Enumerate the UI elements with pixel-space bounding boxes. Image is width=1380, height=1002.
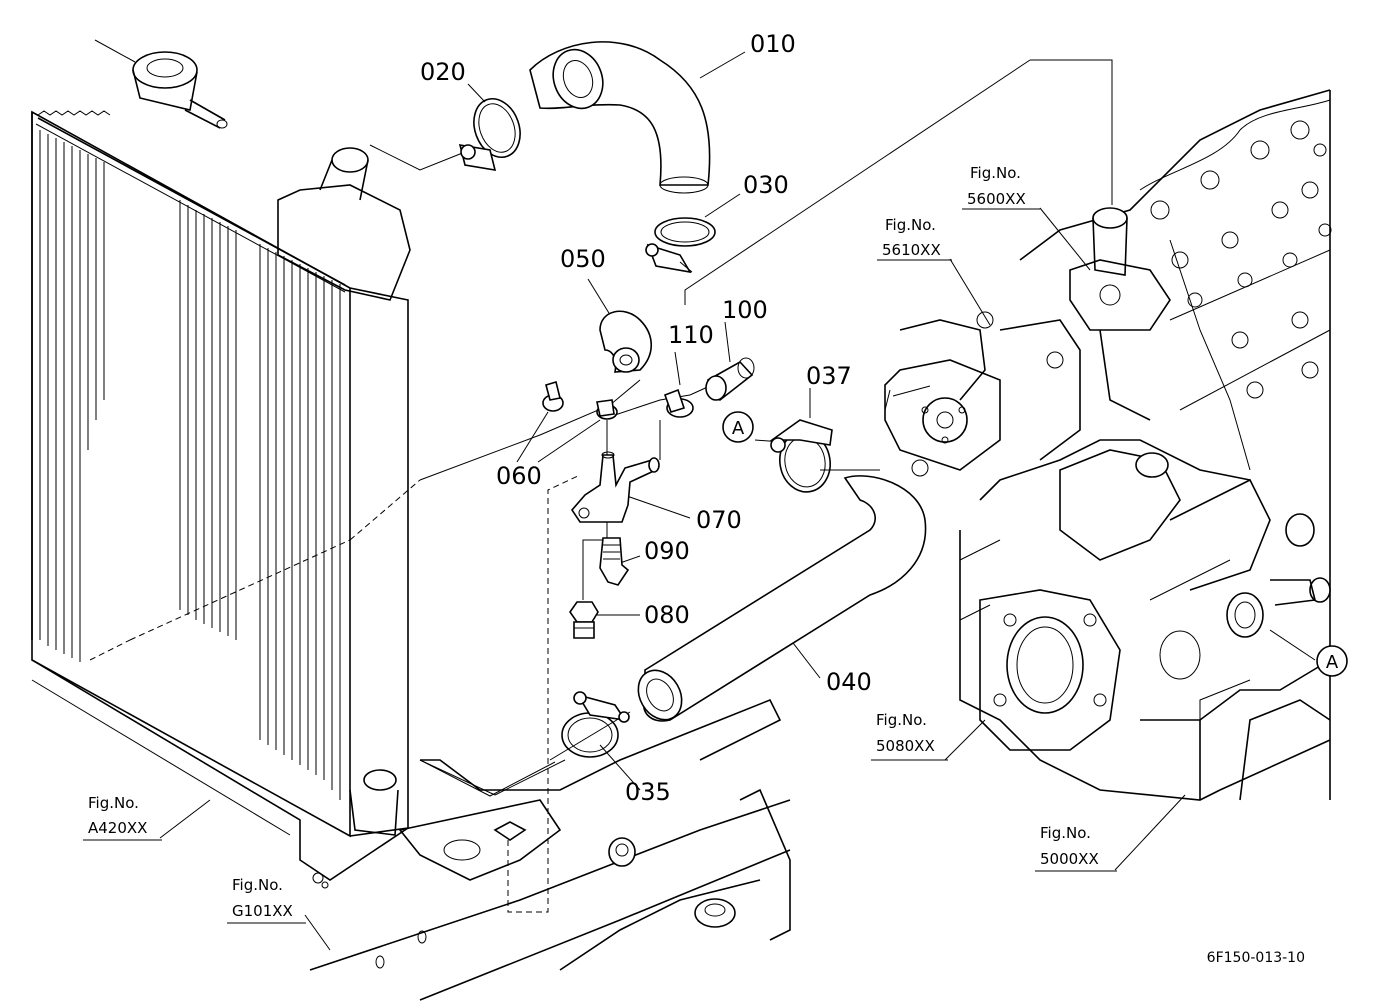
short-hose-100-shape [705, 357, 755, 402]
part-labels: 010 020 030 035 037 040 050 060 070 080 … [420, 30, 872, 806]
elbow-hose-050-shape [599, 310, 653, 373]
part-label-035: 035 [625, 778, 671, 806]
part-label-090: 090 [644, 537, 690, 565]
lower-hose-040-shape [637, 475, 927, 722]
figure-references: Fig.No. 5600XX Fig.No. 5610XX Fig.No. 50… [83, 164, 1117, 924]
svg-text:A: A [1326, 652, 1339, 673]
svg-text:Fig.No.: Fig.No. [88, 794, 139, 812]
part-label-010: 010 [750, 30, 796, 58]
part-label-040: 040 [826, 668, 872, 696]
clamp-035-shape [561, 691, 630, 758]
leader-lines [89, 51, 1316, 951]
plug-080-shape [569, 601, 599, 639]
frame-illustration [309, 474, 791, 1001]
radiator-illustration [31, 39, 411, 889]
clamp-037-shape [769, 419, 833, 493]
drain-cock-090-shape [599, 537, 630, 586]
part-label-110: 110 [668, 321, 714, 349]
svg-text:5600XX: 5600XX [967, 190, 1026, 208]
part-label-030: 030 [743, 171, 789, 199]
svg-text:Fig.No.: Fig.No. [232, 876, 283, 894]
svg-text:Fig.No.: Fig.No. [1040, 824, 1091, 842]
part-label-037: 037 [806, 362, 852, 390]
part-label-080: 080 [644, 601, 690, 629]
upper-hose-shape [529, 41, 711, 194]
part-label-070: 070 [696, 506, 742, 534]
parts-illustration [458, 41, 927, 758]
svg-text:Fig.No.: Fig.No. [970, 164, 1021, 182]
joint-070-shape [570, 451, 660, 523]
svg-text:5610XX: 5610XX [882, 241, 941, 259]
fig-ref-5600xx: Fig.No. 5600XX [962, 164, 1040, 210]
clamp-020-shape [458, 98, 521, 171]
svg-text:Fig.No.: Fig.No. [876, 711, 927, 729]
fig-ref-5080xx: Fig.No. 5080XX [871, 711, 948, 761]
part-label-100: 100 [722, 296, 768, 324]
connection-marker-a-left: A [722, 411, 754, 443]
svg-text:5000XX: 5000XX [1040, 850, 1099, 868]
connection-marker-a-right: A [1316, 645, 1348, 677]
engine-illustration [884, 89, 1332, 801]
clamp-030-shape [645, 217, 716, 274]
svg-text:5080XX: 5080XX [876, 737, 935, 755]
part-label-060: 060 [496, 462, 542, 490]
fig-ref-5000xx: Fig.No. 5000XX [1035, 824, 1117, 872]
svg-text:G101XX: G101XX [232, 902, 293, 920]
part-label-020: 020 [420, 58, 466, 86]
fig-ref-g101xx: Fig.No. G101XX [227, 876, 306, 924]
svg-text:A420XX: A420XX [88, 819, 147, 837]
svg-text:A: A [732, 418, 745, 439]
part-label-050: 050 [560, 245, 606, 273]
drawing-reference-code: 6F150-013-10 [1207, 950, 1305, 966]
fig-ref-a420xx: Fig.No. A420XX [83, 794, 162, 841]
svg-text:Fig.No.: Fig.No. [885, 216, 936, 234]
fig-ref-5610xx: Fig.No. 5610XX [877, 216, 952, 261]
clip-110-shape [663, 388, 694, 418]
clips-060-shape [542, 380, 618, 420]
